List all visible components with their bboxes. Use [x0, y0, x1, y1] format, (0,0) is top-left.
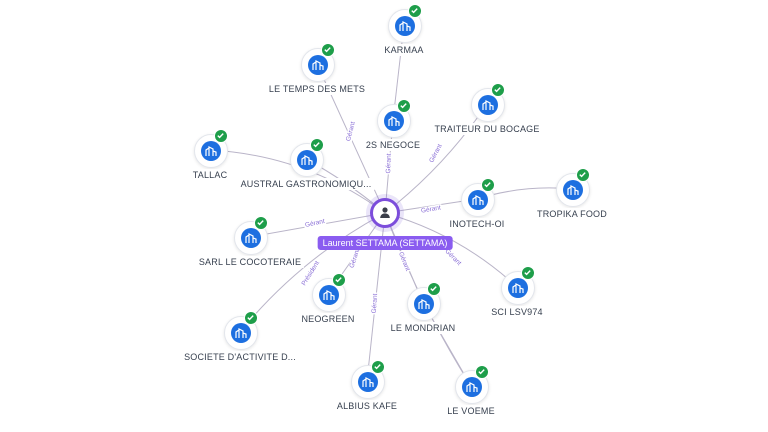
verified-check-icon — [332, 273, 346, 287]
verified-check-icon — [244, 311, 258, 325]
company-label: LE TEMPS DES METS — [265, 83, 369, 95]
building-icon — [414, 294, 434, 314]
building-icon — [358, 372, 378, 392]
building-icon — [563, 180, 583, 200]
building-icon — [384, 111, 404, 131]
verified-check-icon — [491, 83, 505, 97]
company-label: SOCIETE D'ACTIVITE D... — [181, 351, 299, 363]
verified-check-icon — [521, 266, 535, 280]
company-label: NEOGREEN — [298, 313, 358, 325]
role-label: Gérant — [385, 152, 393, 175]
company-label: LE VOEME — [444, 405, 498, 417]
company-label: SCI LSV974 — [488, 306, 546, 318]
building-icon — [319, 285, 339, 305]
person-node[interactable] — [370, 198, 400, 228]
building-icon — [478, 95, 498, 115]
person-icon — [380, 207, 390, 218]
company-label: SARL LE COCOTERAIE — [195, 256, 305, 268]
verified-check-icon — [576, 168, 590, 182]
building-icon — [395, 16, 415, 36]
company-label: TALLAC — [189, 169, 231, 181]
company-label: ALBIUS KAFE — [333, 400, 401, 412]
company-label: KARMAA — [381, 44, 427, 56]
company-label: 2S NEGOCE — [362, 139, 424, 151]
verified-check-icon — [371, 360, 385, 374]
verified-check-icon — [397, 99, 411, 113]
verified-check-icon — [310, 138, 324, 152]
person-label: Laurent SETTAMA (SETTAMA) — [317, 236, 453, 250]
verified-check-icon — [214, 129, 228, 143]
building-icon — [468, 190, 488, 210]
building-icon — [241, 228, 261, 248]
company-label: TROPIKA FOOD — [534, 208, 610, 220]
company-label: INOTECH-OI — [446, 218, 508, 230]
verified-check-icon — [254, 216, 268, 230]
building-icon — [231, 323, 251, 343]
building-icon — [508, 278, 528, 298]
building-icon — [297, 150, 317, 170]
building-icon — [201, 141, 221, 161]
company-label: LE MONDRIAN — [387, 322, 459, 334]
building-icon — [462, 377, 482, 397]
company-label: TRAITEUR DU BOCAGE — [431, 123, 543, 135]
verified-check-icon — [481, 178, 495, 192]
company-label: AUSTRAL GASTRONOMIQU... — [237, 178, 375, 190]
verified-check-icon — [321, 43, 335, 57]
building-icon — [308, 55, 328, 75]
verified-check-icon — [427, 282, 441, 296]
verified-check-icon — [408, 4, 422, 18]
verified-check-icon — [475, 365, 489, 379]
edge-line — [384, 212, 518, 288]
